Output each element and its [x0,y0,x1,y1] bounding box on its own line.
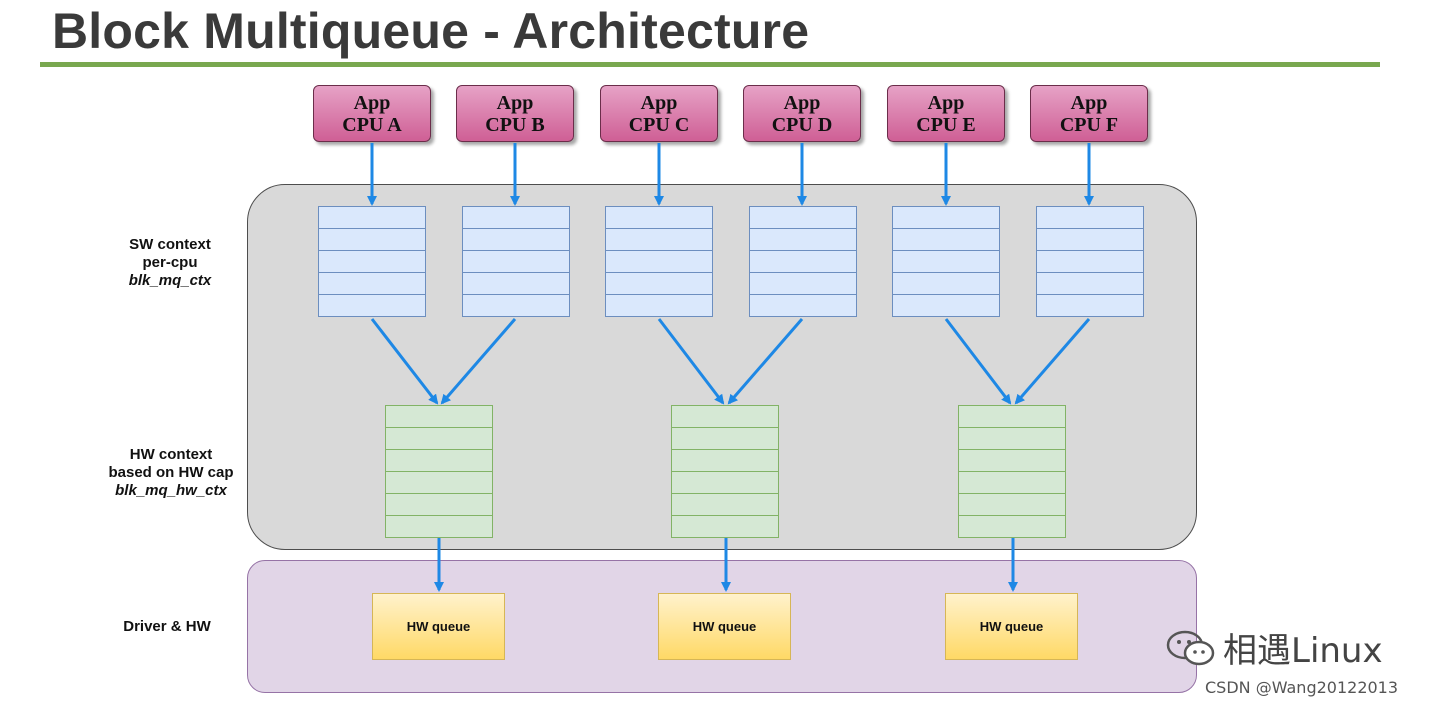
app-cpu-c: App CPU C [600,85,718,142]
page-title: Block Multiqueue - Architecture [52,3,810,59]
hw-context-struct: blk_mq_hw_ctx [115,482,227,499]
app-cpu-f: App CPU F [1030,85,1148,142]
app-cpu-label: CPU A [342,114,402,136]
sw-queue-cpu-e [892,206,1000,317]
sw-queue-cpu-d [749,206,857,317]
sw-context-title: SW context [129,236,211,253]
hw-queue-3: HW queue [945,593,1078,660]
app-label: App [640,92,678,114]
app-cpu-label: CPU E [916,114,976,136]
watermark: 相遇Linux [1165,623,1383,672]
app-label: App [353,92,391,114]
sw-queue-cpu-c [605,206,713,317]
hw-context-title: HW context [129,446,213,463]
app-label: App [783,92,821,114]
sw-context-struct: blk_mq_ctx [128,272,212,289]
app-cpu-label: CPU B [485,114,545,136]
hw-ctx-queue-3 [958,405,1066,538]
app-label: App [1070,92,1108,114]
sw-queue-cpu-f [1036,206,1144,317]
app-cpu-a: App CPU A [313,85,431,142]
sw-queue-cpu-a [318,206,426,317]
app-cpu-b: App CPU B [456,85,574,142]
app-cpu-label: CPU C [628,114,690,136]
wechat-icon [1166,630,1215,665]
watermark-text: 相遇Linux [1223,631,1383,671]
app-label: App [927,92,965,114]
hw-ctx-queue-2 [671,405,779,538]
sw-queue-cpu-b [462,206,570,317]
hw-queue-1: HW queue [372,593,505,660]
hw-ctx-queue-1 [385,405,493,538]
csdn-credit: CSDN @Wang20122013 [1205,678,1399,697]
app-label: App [496,92,534,114]
hw-context-subtitle: based on HW cap [108,464,234,481]
hw-context-label: HW context based on HW cap blk_mq_hw_ctx [96,446,246,500]
app-cpu-e: App CPU E [887,85,1005,142]
sw-context-label: SW context per-cpu blk_mq_ctx [100,236,240,290]
app-cpu-label: CPU F [1059,114,1119,136]
driver-hw-label: Driver & HW [123,618,211,635]
app-cpu-label: CPU D [771,114,833,136]
app-cpu-d: App CPU D [743,85,861,142]
sw-context-subtitle: per-cpu [142,254,198,271]
hw-queue-2: HW queue [658,593,791,660]
title-underline [40,62,1380,67]
